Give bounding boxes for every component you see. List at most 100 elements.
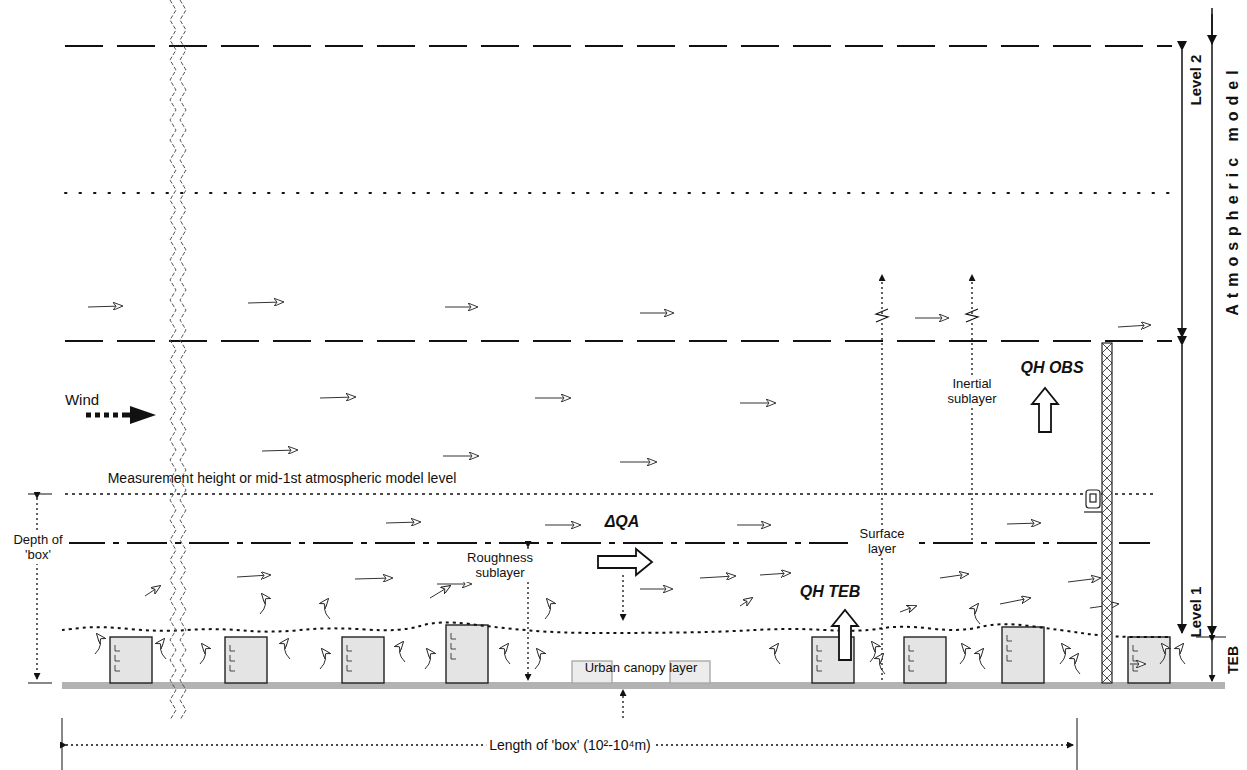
- window: [1007, 635, 1012, 641]
- wind-arrow: [700, 576, 735, 578]
- eddy-arrow: [324, 599, 330, 619]
- window: [817, 645, 822, 651]
- wind-arrow: [915, 318, 948, 319]
- wind-arrow: [900, 606, 916, 612]
- eddy-arrow: [399, 642, 405, 662]
- wind-arrow: [445, 307, 477, 308]
- wind-arrow: [740, 403, 775, 404]
- window: [451, 653, 456, 659]
- window: [347, 645, 352, 651]
- window: [115, 655, 120, 661]
- model-label: TEB: [1225, 646, 1241, 674]
- wind-arrow: [737, 525, 770, 526]
- eddy-arrow: [320, 649, 326, 669]
- window: [1133, 655, 1138, 661]
- window: [230, 655, 235, 661]
- wind-arrow: [1000, 598, 1030, 604]
- eddy-arrow: [870, 642, 876, 662]
- height-label: Measurement height or mid-1st atmospheri…: [108, 470, 457, 486]
- wind-arrow: [740, 598, 752, 606]
- window: [451, 643, 456, 649]
- window: [817, 665, 822, 671]
- window: [909, 655, 914, 661]
- level-label: Level 1: [1187, 587, 1204, 638]
- building: [110, 637, 152, 683]
- window: [115, 665, 120, 671]
- layer-label: Roughness sublayer: [457, 550, 543, 582]
- wind-arrow: [1068, 578, 1100, 582]
- wind-arrow: [320, 397, 355, 398]
- eddy-arrow: [974, 604, 980, 624]
- layer-label: Inertial sublayer: [933, 376, 1011, 408]
- break-line: [180, 0, 186, 720]
- window: [1007, 655, 1012, 661]
- dimension-label: Length of 'box' (10²-10⁴m): [486, 736, 654, 754]
- eddy-arrow: [879, 654, 885, 674]
- window: [451, 633, 456, 639]
- eddy-arrow: [1179, 644, 1185, 664]
- wind-arrow: [535, 398, 570, 399]
- wind-arrow: [443, 456, 478, 457]
- wind-arrow: [545, 525, 580, 526]
- level-label: Level 2: [1187, 55, 1204, 106]
- eddy-arrow: [284, 639, 290, 659]
- eddy-arrow: [545, 599, 551, 619]
- wind-arrow: [1007, 523, 1040, 524]
- window: [347, 655, 352, 661]
- wind-arrow: [145, 586, 160, 596]
- wind-arrow: [1118, 325, 1150, 327]
- window: [1007, 645, 1012, 651]
- wind-arrow: [248, 302, 283, 303]
- building: [904, 637, 946, 683]
- wind-arrow: [88, 306, 122, 307]
- break-line: [170, 0, 176, 720]
- eddy-arrow: [535, 649, 541, 669]
- wind-arrow: [1130, 664, 1145, 665]
- wind-arrow: [262, 450, 297, 451]
- model-label: Atmospheric model: [1224, 64, 1242, 315]
- building: [1002, 627, 1044, 683]
- layer-label: Surface layer: [848, 526, 916, 558]
- eddy-arrow: [425, 649, 431, 669]
- eddy-arrow: [960, 644, 966, 664]
- wind-arrow: [760, 573, 790, 575]
- eddy-arrow: [774, 644, 780, 664]
- building: [342, 637, 384, 683]
- wind-arrow: [437, 584, 471, 585]
- window: [230, 645, 235, 651]
- building: [225, 637, 267, 683]
- flux-label: ΔQA: [605, 513, 640, 531]
- eddy-arrow: [200, 644, 206, 664]
- wind-arrow: [386, 522, 420, 523]
- wind-label: Wind: [65, 391, 99, 408]
- window: [1133, 645, 1138, 651]
- wind-arrow: [355, 578, 392, 579]
- window: [1133, 665, 1138, 671]
- window: [817, 655, 822, 661]
- tower-lattice: [1102, 343, 1112, 683]
- layer-label: Urban canopy layer: [585, 661, 698, 676]
- eddy-arrow: [979, 649, 985, 669]
- window: [909, 645, 914, 651]
- window: [230, 665, 235, 671]
- canopy-top: [62, 622, 1170, 637]
- wind-arrow: [640, 589, 672, 590]
- window: [347, 665, 352, 671]
- wind-arrow: [620, 462, 656, 463]
- window: [115, 645, 120, 651]
- wind-arrow: [940, 574, 968, 578]
- eddy-arrow: [504, 644, 510, 664]
- eddy-arrow: [1074, 654, 1080, 674]
- building: [1128, 637, 1170, 683]
- eddy-arrow: [1060, 644, 1066, 664]
- window: [909, 665, 914, 671]
- eddy-arrow: [160, 639, 166, 659]
- wind-arrow: [237, 575, 270, 577]
- eddy-arrow: [95, 634, 101, 654]
- building: [446, 625, 488, 683]
- wind-arrow: [430, 586, 450, 598]
- dimension-label: Depth of 'box': [7, 532, 69, 564]
- eddy-arrow: [260, 594, 266, 614]
- eddy-arrow: [1160, 644, 1166, 664]
